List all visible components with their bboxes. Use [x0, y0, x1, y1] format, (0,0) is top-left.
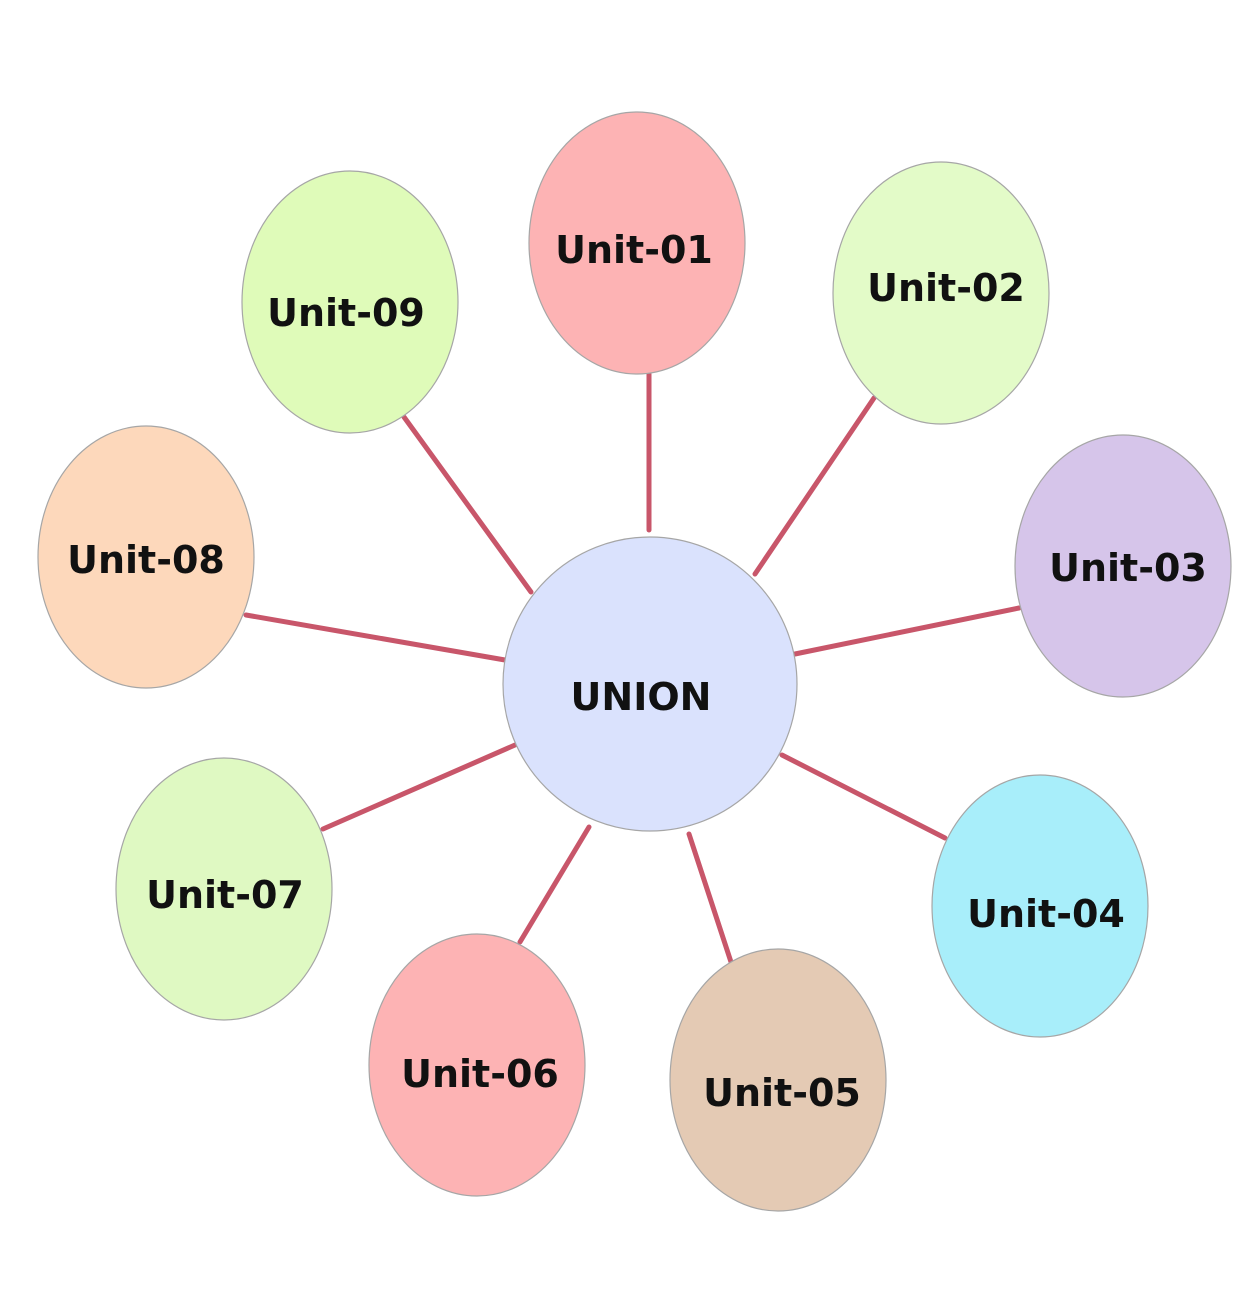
edge-unit-06 [517, 824, 592, 945]
unit-node-06: Unit-06 [368, 933, 586, 1197]
edges [243, 371, 1022, 965]
unit-node-08: Unit-08 [37, 425, 255, 689]
edge-unit-02 [752, 395, 877, 577]
union-node: UNION [502, 536, 798, 832]
edge-unit-05 [686, 831, 734, 965]
edge-unit-07 [320, 742, 518, 832]
edge-unit-09 [401, 414, 534, 595]
unit-label: Unit-05 [703, 1071, 861, 1115]
edge-unit-03 [792, 605, 1022, 657]
unit-label: Unit-01 [555, 228, 713, 272]
union-label: UNION [571, 675, 712, 719]
unit-node-02: Unit-02 [832, 161, 1050, 425]
unit-label: Unit-04 [967, 892, 1125, 936]
unit-label: Unit-02 [867, 266, 1025, 310]
unit-node-05: Unit-05 [669, 948, 887, 1212]
unit-node-09: Unit-09 [241, 170, 459, 434]
unit-label: Unit-06 [401, 1052, 559, 1096]
edge-unit-08 [243, 612, 508, 663]
unit-node-04: Unit-04 [931, 774, 1149, 1038]
unit-label: Unit-03 [1049, 546, 1207, 590]
unit-label: Unit-08 [67, 538, 225, 582]
unit-node-07: Unit-07 [115, 757, 333, 1021]
edge-unit-04 [779, 752, 948, 841]
unit-node-03: Unit-03 [1014, 434, 1232, 698]
unit-node-01: Unit-01 [528, 111, 746, 375]
unit-label: Unit-09 [267, 291, 425, 335]
unit-label: Unit-07 [146, 873, 304, 917]
